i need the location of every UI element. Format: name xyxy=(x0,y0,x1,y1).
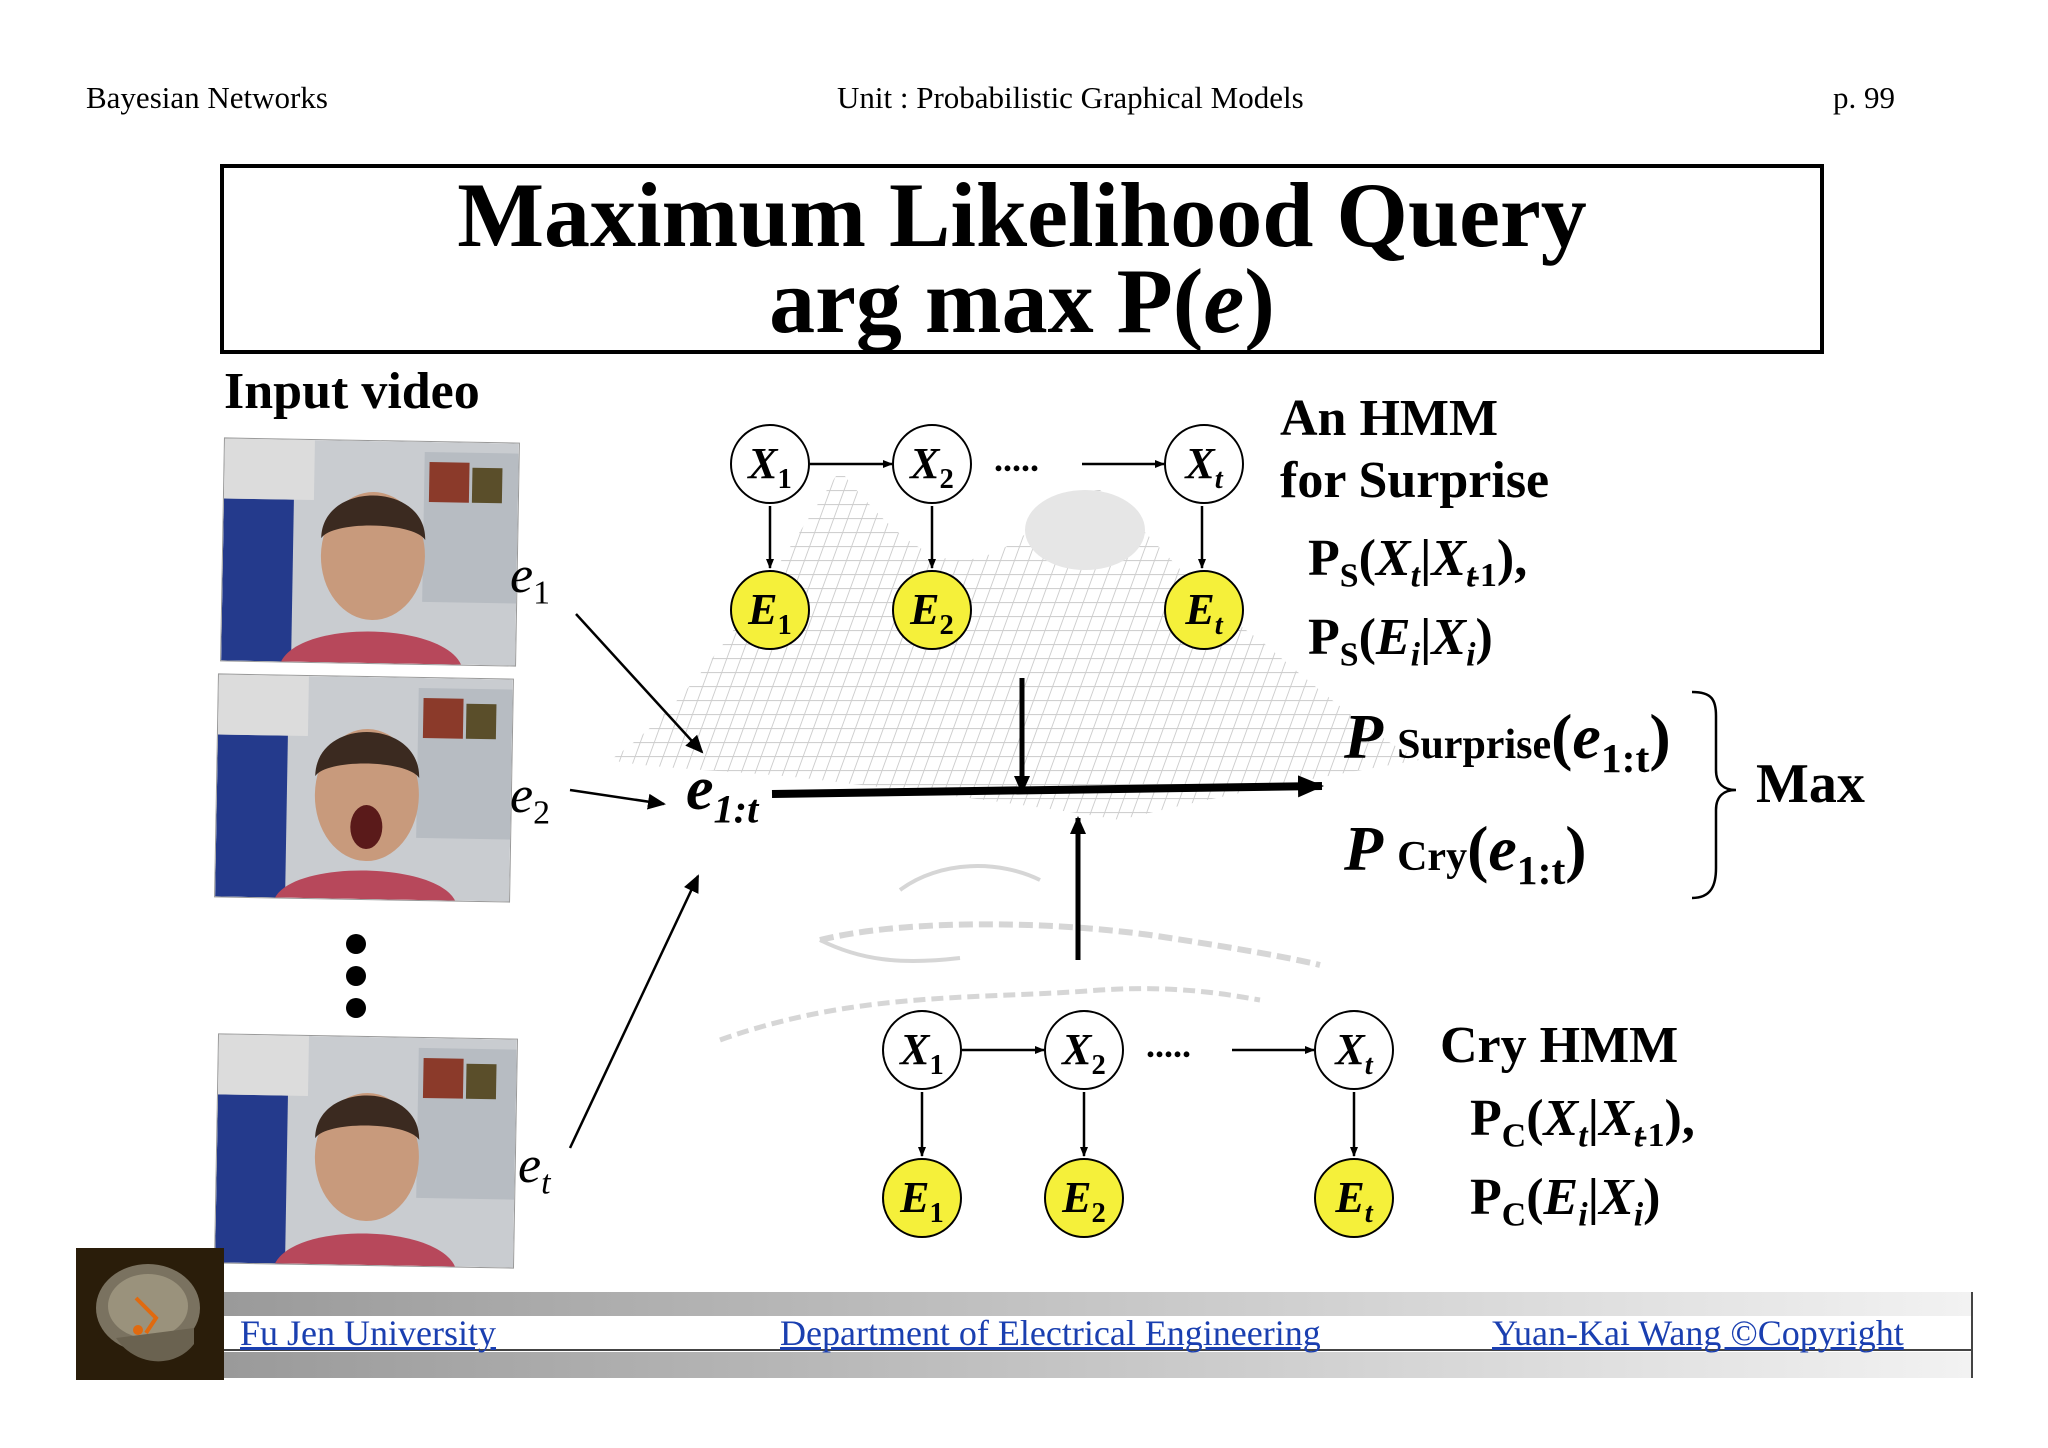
surprise-hmm-title-line1: An HMM xyxy=(1280,390,1499,447)
header-left: Bayesian Networks xyxy=(86,80,328,115)
arrow-et xyxy=(568,874,700,1149)
header-center: Unit : Probabilistic Graphical Models xyxy=(837,80,1304,115)
frame-label-et: et xyxy=(518,1137,551,1202)
node-x2-cry: X2 xyxy=(1044,1010,1124,1090)
footer-copyright-link[interactable]: Yuan-Kai Wang ©Copyright xyxy=(1492,1313,1904,1353)
node-x2-surprise: X2 xyxy=(892,424,972,504)
main-arrow xyxy=(771,775,1324,798)
cry-hmm-equations: PC(Xt|Xt-1), PC(Ei|Xi) xyxy=(1470,1088,1695,1247)
video-frame-image xyxy=(221,438,519,666)
node-x1-cry: X1 xyxy=(882,1010,962,1090)
footer-department-link[interactable]: Department of Electrical Engineering xyxy=(780,1313,1321,1353)
video-frame-1 xyxy=(220,437,520,667)
page-number: p. 99 xyxy=(1833,80,1895,115)
node-et-surprise: Et xyxy=(1164,570,1244,650)
surprise-hmm-title-line2: for Surprise xyxy=(1280,452,1550,509)
surprise-hmm-title: An HMM for Surprise xyxy=(1280,388,1549,512)
node-e2-cry: E2 xyxy=(1044,1158,1124,1238)
input-video-label: Input video xyxy=(224,363,480,420)
video-frame-t xyxy=(214,1033,518,1269)
cry-transition-eq: PC(Xt|Xt-1), xyxy=(1470,1090,1695,1155)
surprise-emission-eq: PS(Ei|Xi) xyxy=(1308,609,1493,674)
arrow-e2 xyxy=(569,788,666,810)
slide-subtitle: arg max P(e) xyxy=(769,250,1275,352)
ellipsis-dot xyxy=(346,934,366,954)
node-x1-surprise: X1 xyxy=(730,424,810,504)
video-frame-2 xyxy=(214,673,514,903)
cry-emission-eq: PC(Ei|Xi) xyxy=(1470,1169,1661,1234)
node-et-cry: Et xyxy=(1314,1158,1394,1238)
slide-title: Maximum Likelihood Query xyxy=(457,164,1587,266)
cry-hmm-title: Cry HMM xyxy=(1440,1017,1679,1074)
dots-surprise: ..... xyxy=(994,439,1039,479)
university-logo xyxy=(76,1248,224,1380)
frame-label-e2: e2 xyxy=(510,767,550,832)
brace xyxy=(1691,690,1737,900)
node-e1-surprise: E1 xyxy=(730,570,810,650)
footer-university-link[interactable]: Fu Jen University xyxy=(240,1313,496,1353)
frame-label-e1: e1 xyxy=(510,547,550,612)
max-label: Max xyxy=(1756,753,1865,815)
surprise-transition-eq: PS(Xt|Xt-1), xyxy=(1308,530,1528,595)
video-frame-image xyxy=(215,1034,517,1268)
sequence-label: e1:t xyxy=(686,755,759,832)
node-xt-surprise: Xt xyxy=(1164,424,1244,504)
skull-logo-icon xyxy=(76,1248,224,1380)
arrow-e1 xyxy=(575,613,704,754)
dots-cry: ..... xyxy=(1146,1025,1191,1065)
title-box: Maximum Likelihood Query arg max P(e) xyxy=(220,164,1824,354)
surprise-hmm-equations: PS(Xt|Xt-1), PS(Ei|Xi) xyxy=(1308,528,1527,687)
node-e2-surprise: E2 xyxy=(892,570,972,650)
node-xt-cry: Xt xyxy=(1314,1010,1394,1090)
ellipsis-dot xyxy=(346,966,366,986)
ellipsis-dot xyxy=(346,998,366,1018)
video-frame-image xyxy=(215,674,513,902)
node-e1-cry: E1 xyxy=(882,1158,962,1238)
